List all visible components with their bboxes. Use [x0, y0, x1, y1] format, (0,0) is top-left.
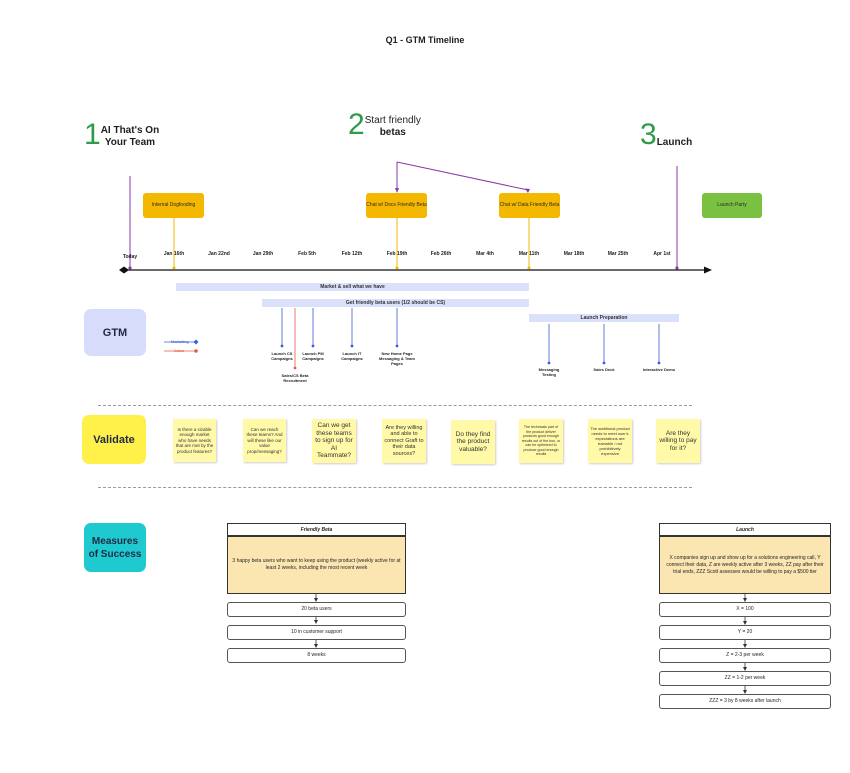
phase-2-label-line1: Start friendly — [364, 115, 421, 126]
friendly-beta-row-2: 10 in customer support — [227, 625, 406, 640]
launch-description: X companies sign up and show up for a so… — [659, 536, 831, 594]
launch-row-x: X = 100 — [659, 602, 831, 617]
phase-2-number: 2 — [348, 108, 365, 141]
bar-market-sell[interactable]: Market & sell what we have — [176, 283, 529, 291]
date-jan-29: Jan 29th — [252, 251, 274, 257]
task-launch-it[interactable]: Launch IT Campaigns — [341, 351, 363, 361]
bar-beta-users[interactable]: Get friendly beta users (1/2 should be C… — [262, 299, 529, 307]
section-measures: Measures of Success — [84, 523, 146, 572]
task-sales-cs-recruitment[interactable]: Sales/CS Beta Recruitment — [281, 373, 309, 383]
task-launch-pm[interactable]: Launch PM Campaigns — [302, 351, 324, 361]
divider-bottom — [98, 487, 692, 488]
sticky-note-technicals[interactable]: The technicals part of the product deliv… — [519, 419, 563, 463]
section-measures-line2: of Success — [88, 548, 142, 560]
sticky-note-connect[interactable]: Are they willing and able to connect Gra… — [382, 419, 426, 463]
milestone-docs-beta[interactable]: Chat w/ Docs Friendly Beta — [366, 193, 427, 218]
friendly-beta-row-1: 20 beta users — [227, 602, 406, 617]
task-launch-cs[interactable]: Launch CS Campaigns — [271, 351, 293, 361]
date-apr-1: Apr 1st — [653, 251, 671, 257]
date-mar-11: Mar 11th — [518, 251, 540, 257]
milestone-internal-dogfooding[interactable]: Internal Dogfooding — [143, 193, 204, 218]
page-title: Q1 - GTM Timeline — [385, 35, 465, 45]
friendly-beta-row-3: 8 weeks — [227, 648, 406, 663]
date-feb-19: Feb 19th — [386, 251, 408, 257]
task-new-home-page[interactable]: New Home Page Messaging & Team Pages — [379, 351, 415, 366]
milestone-data-beta[interactable]: Chat w/ Data Friendly Beta — [499, 193, 560, 218]
section-gtm: GTM — [84, 309, 146, 356]
phase-3-number: 3 — [640, 118, 657, 151]
sticky-note-reach[interactable]: Can we reach these teams? And will these… — [243, 419, 286, 462]
phase-1-label-line1: AI That's On — [100, 125, 160, 136]
launch-header: Launch — [659, 523, 831, 536]
phase-3-label: Launch — [656, 137, 693, 148]
date-mar-25: Mar 25th — [607, 251, 629, 257]
milestone-launch-party[interactable]: Launch Party — [702, 193, 762, 218]
launch-row-zz: ZZ = 1-2 per week — [659, 671, 831, 686]
task-interactive-demo[interactable]: Interactive Demo — [642, 367, 676, 372]
date-feb-5: Feb 5th — [298, 251, 316, 257]
date-jan-22: Jan 22nd — [208, 251, 230, 257]
sticky-note-valuable[interactable]: Do they find the product valuable? — [451, 420, 495, 464]
friendly-beta-description: 3 happy beta users who want to keep usin… — [227, 536, 406, 594]
launch-row-zzz: ZZZ = 3 by 8 weeks after launch — [659, 694, 831, 709]
date-feb-12: Feb 12th — [341, 251, 363, 257]
phase-1-number: 1 — [84, 118, 101, 151]
sticky-note-pay[interactable]: Are they willing to pay for it? — [656, 419, 700, 463]
divider-top — [98, 405, 692, 406]
legend-sales: Sales — [174, 348, 185, 353]
bar-launch-prep[interactable]: Launch Preparation — [529, 314, 679, 322]
date-feb-26: Feb 26th — [430, 251, 452, 257]
task-messaging-testing[interactable]: Messaging Testing — [538, 367, 560, 377]
date-today: Today — [122, 254, 138, 260]
sticky-note-additional-needs[interactable]: The additional product needs to meet use… — [588, 419, 632, 463]
friendly-beta-header: Friendly Beta — [227, 523, 406, 536]
phase-1: 1 AI That's On Your Team — [84, 120, 159, 150]
section-measures-line1: Measures — [91, 535, 139, 547]
legend-marketing: Marketing — [171, 339, 189, 344]
launch-row-y: Y = 20 — [659, 625, 831, 640]
phase-3: 3 Launch — [640, 120, 692, 150]
date-jan-16: Jan 16th — [163, 251, 185, 257]
date-mar-18: Mar 18th — [563, 251, 585, 257]
section-validate: Validate — [82, 415, 146, 464]
sticky-note-market[interactable]: Is there a sizable enough market who hav… — [173, 419, 216, 462]
phase-2: 2 Start friendly betas — [348, 110, 421, 140]
phase-2-label-line2: betas — [379, 127, 406, 138]
sticky-note-signup[interactable]: Can we get these teams to sign up for AI… — [312, 419, 356, 463]
date-mar-4: Mar 4th — [476, 251, 494, 257]
phase-1-label-line2: Your Team — [104, 137, 156, 148]
task-sales-deck[interactable]: Sales Deck — [593, 367, 615, 372]
launch-row-z: Z = 2-3 per week — [659, 648, 831, 663]
